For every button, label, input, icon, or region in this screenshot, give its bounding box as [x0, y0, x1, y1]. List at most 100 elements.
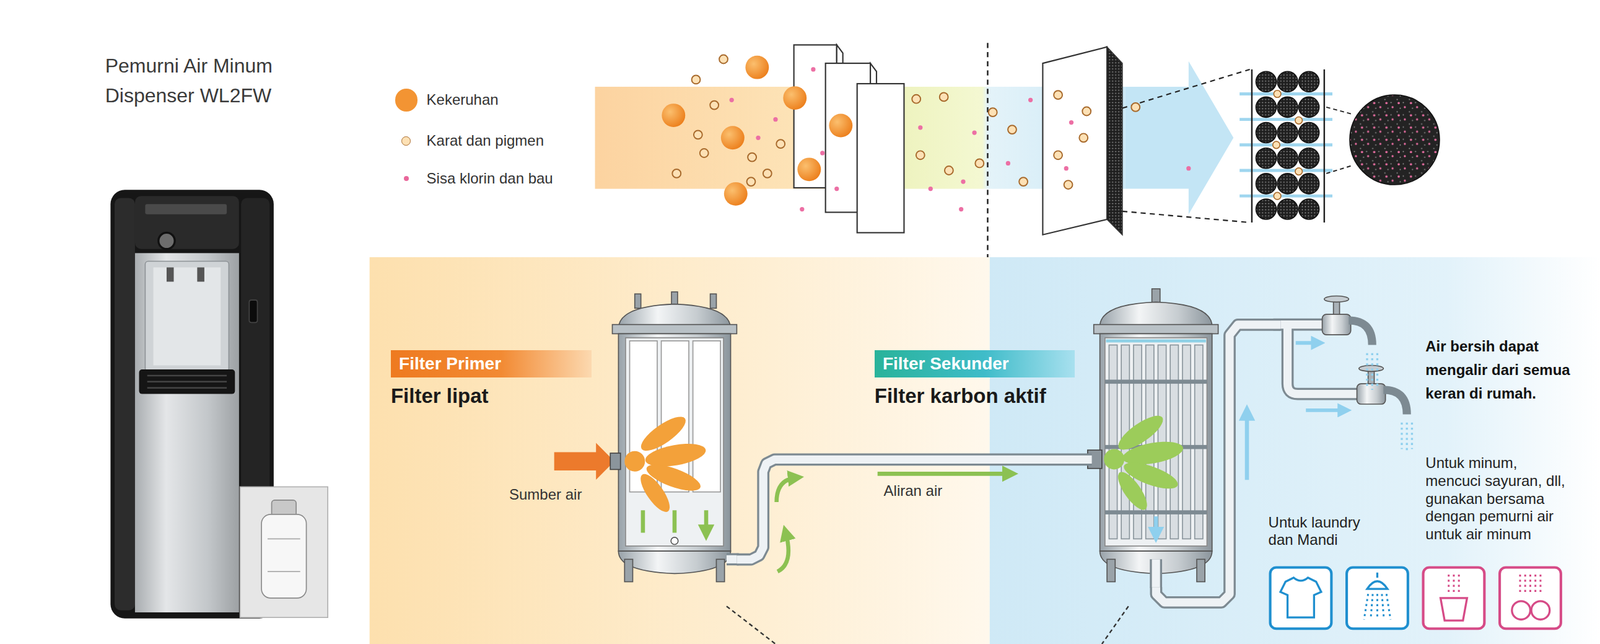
chlorine-dot [810, 66, 816, 72]
legend-entry: Sisa klorin dan bau [393, 166, 554, 192]
dispenser-picture [110, 189, 328, 619]
tank-knob [710, 293, 717, 308]
detail-leader [1101, 605, 1129, 644]
support-plate [1105, 509, 1208, 515]
tank-knob [1152, 288, 1161, 303]
tap-spout [1383, 389, 1407, 415]
rust-particle [1053, 150, 1063, 160]
outcome-note: Air bersih dapat mengalir dari semua ker… [1425, 334, 1597, 406]
chlorine-dot [773, 117, 778, 122]
tshirt-symbol [1280, 577, 1322, 617]
water-drops [1520, 574, 1541, 595]
granule [1256, 96, 1277, 118]
usage-icons [1270, 567, 1561, 629]
chlorine-dot [918, 125, 923, 130]
flow-curve-arrow [776, 477, 796, 503]
pipe-core [1155, 324, 1281, 603]
tank-leg [1196, 558, 1205, 582]
legend-text: Sisa klorin dan bau [426, 169, 554, 188]
tank-interior [1105, 337, 1208, 546]
cup-symbol [1440, 597, 1468, 621]
tap-spout [1348, 320, 1373, 346]
inlet-arrow [554, 442, 615, 480]
chlorine-dot [799, 206, 805, 212]
water-stream [1401, 422, 1412, 451]
turbidity-particle [782, 86, 807, 110]
granule [1256, 71, 1277, 92]
tank-dome [1100, 301, 1213, 327]
inflow-splash [1103, 449, 1125, 470]
granule [1298, 96, 1320, 118]
flow-arrow [1295, 340, 1319, 345]
product-caption: Pemurni Air Minum Dispenser WL2FW [105, 50, 310, 111]
dispenser-recess [144, 261, 229, 372]
rust-particle [916, 150, 925, 160]
granule-closeup [1349, 94, 1440, 185]
rust-particle [1053, 90, 1063, 100]
vegetable-symbol [1531, 600, 1550, 620]
chlorine-dot [958, 206, 964, 212]
tank-flange [612, 324, 738, 334]
trapped-particle [1273, 90, 1281, 98]
tank-shell [1100, 333, 1213, 551]
granule [1277, 148, 1298, 169]
chlorine-dot [928, 186, 933, 191]
rust-particle [763, 169, 772, 178]
flow-curve-arrow [777, 532, 789, 572]
chlorine-dot [729, 97, 735, 103]
tap-handle [1359, 364, 1384, 372]
secondary-tank [1087, 288, 1219, 588]
outlet-stub [1149, 558, 1163, 588]
pleat-fold [836, 44, 844, 64]
source-label: Sumber air [509, 485, 582, 504]
granule [1298, 148, 1320, 169]
bath-icon [1346, 567, 1408, 629]
legend-text: Karat dan pigmen [426, 131, 544, 150]
legend-entry: Kekeruhan [393, 87, 499, 113]
carbon-tube [1194, 345, 1203, 539]
rust-particle [672, 169, 681, 178]
drip-tray [139, 369, 236, 394]
drip-grille [147, 375, 227, 388]
trapped-particle [1272, 141, 1281, 149]
filter-type-heading: Filter lipat [390, 383, 489, 409]
drain-hole [670, 537, 679, 545]
water-level [1105, 338, 1206, 342]
pipe-core [736, 459, 1092, 559]
carbon-tube [1108, 345, 1117, 539]
rust-particle [974, 159, 984, 168]
shower-drops [1363, 593, 1391, 619]
granule [1277, 173, 1298, 194]
water-flow-lines [1239, 93, 1333, 196]
chlorine-dot [1005, 161, 1011, 166]
granule [1277, 122, 1298, 144]
carbon-tube [1170, 345, 1179, 539]
membrane-side [1106, 47, 1123, 235]
household-taps [1273, 296, 1413, 451]
granule-wall [1251, 69, 1253, 223]
tap-stem [1368, 370, 1375, 384]
usage-note: Untuk minum, mencuci sayuran, dll, gunak… [1425, 454, 1575, 544]
tap-body [1357, 383, 1386, 404]
cartridge-thumbnail [240, 486, 329, 617]
water-stream [1367, 353, 1378, 390]
rust-particle [1079, 133, 1088, 142]
tank-leg [1106, 558, 1115, 582]
shower-symbol [1367, 572, 1388, 589]
secondary-zone-ground [989, 257, 1600, 644]
flow-big-arrow [1125, 61, 1234, 215]
dispenser-spout [196, 266, 205, 282]
particles [661, 55, 1191, 212]
connector-group [736, 324, 1281, 603]
rust-particle [747, 153, 757, 162]
laundry-icon [1270, 567, 1332, 629]
rust-particle [776, 139, 785, 149]
dispenser-knob [158, 232, 175, 249]
cartridge-body [261, 514, 307, 598]
flow-arrow [1245, 412, 1250, 481]
inflow-splash [1113, 467, 1153, 514]
rust-particle [709, 100, 719, 110]
granule [1298, 71, 1320, 92]
legend-swatch-holder [393, 87, 419, 113]
granule [1277, 96, 1298, 118]
